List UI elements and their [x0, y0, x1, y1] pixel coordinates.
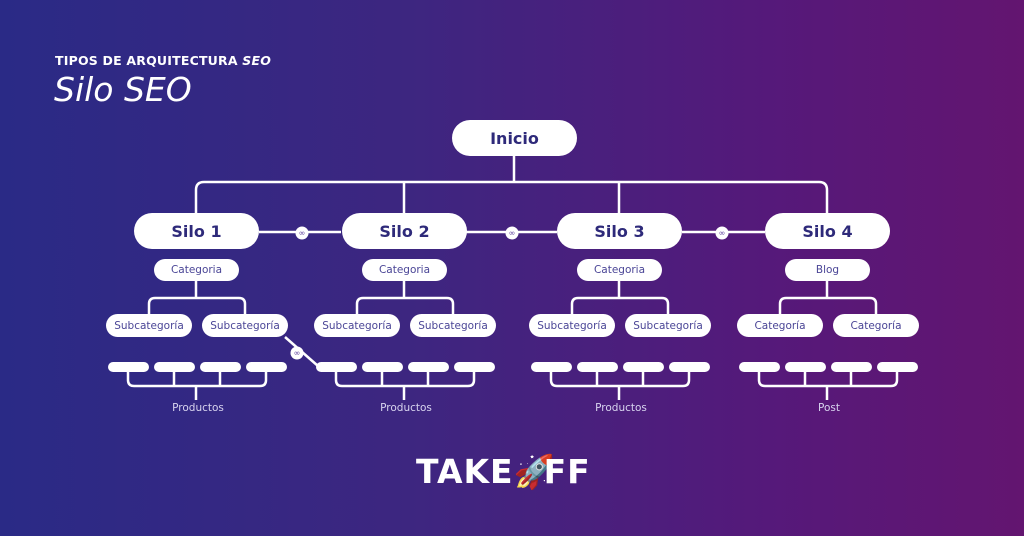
category-bracket [570, 281, 670, 314]
subcategory-node: Subcategoría [314, 314, 400, 337]
leaf-bar [362, 362, 403, 372]
leaf-bar [316, 362, 357, 372]
category-node: Blog [785, 259, 870, 281]
category-node: Categoria [154, 259, 239, 281]
leaf-bracket [549, 372, 691, 400]
link-icon: ∞ [715, 226, 729, 240]
subcategory-node: Categoría [737, 314, 823, 337]
root-bracket [194, 180, 829, 213]
leaf-bracket [334, 372, 476, 400]
leaf-bracket [126, 372, 268, 400]
leaf-bar [577, 362, 618, 372]
leaf-bar [246, 362, 287, 372]
leaf-bar [108, 362, 149, 372]
leaf-bar [669, 362, 710, 372]
subcategory-node: Subcategoría [106, 314, 192, 337]
leaf-label: Productos [595, 402, 647, 414]
leaf-label: Productos [172, 402, 224, 414]
leaf-bar [831, 362, 872, 372]
silo-node: Silo 3 [557, 213, 682, 249]
silo-node: Silo 2 [342, 213, 467, 249]
subcategory-node: Subcategoría [202, 314, 288, 337]
leaf-bar [877, 362, 918, 372]
leaf-bar [739, 362, 780, 372]
category-node: Categoria [577, 259, 662, 281]
leaf-bar [531, 362, 572, 372]
link-icon: ∞ [295, 226, 309, 240]
leaf-bracket [757, 372, 899, 400]
category-bracket [147, 281, 247, 314]
leaf-bar [785, 362, 826, 372]
leaf-bar [454, 362, 495, 372]
subcategory-node: Subcategoría [410, 314, 496, 337]
category-bracket [355, 281, 455, 314]
silo-node: Silo 1 [134, 213, 259, 249]
category-node: Categoria [362, 259, 447, 281]
page-title: Silo SEO [54, 70, 192, 109]
leaf-bar [623, 362, 664, 372]
subcategory-node: Categoría [833, 314, 919, 337]
link-icon: ∞ [505, 226, 519, 240]
root-branches [402, 182, 621, 213]
leaf-bar [154, 362, 195, 372]
leaf-bar [408, 362, 449, 372]
leaf-bar [200, 362, 241, 372]
leaf-label: Productos [380, 402, 432, 414]
category-bracket [778, 281, 878, 314]
silo-node: Silo 4 [765, 213, 890, 249]
root-node: Inicio [452, 120, 577, 156]
kicker: TIPOS DE ARQUITECTURA SEO [55, 53, 272, 68]
leaf-label: Post [818, 402, 840, 414]
subcategory-node: Subcategoría [625, 314, 711, 337]
rocket-icon: 🚀 [513, 452, 556, 491]
link-icon: ∞ [290, 346, 304, 360]
subcategory-node: Subcategoría [529, 314, 615, 337]
takeoff-logo: TAKE🚀FF [416, 452, 591, 491]
